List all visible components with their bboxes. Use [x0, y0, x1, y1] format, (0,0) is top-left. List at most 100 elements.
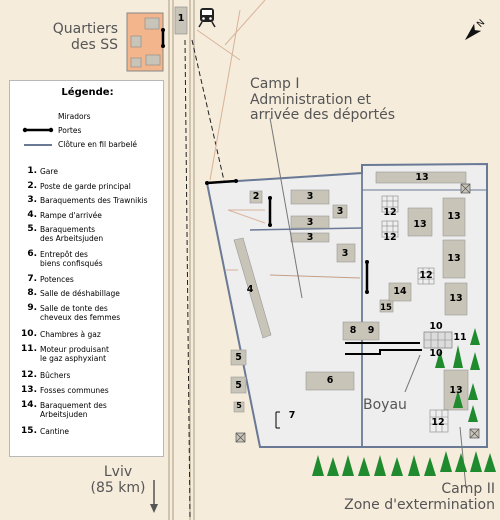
legend-entry-number: 2. — [27, 181, 37, 191]
ss-quarters — [126, 12, 165, 72]
map-number-10: 10 — [429, 321, 443, 332]
legend-entry-number: 12. — [21, 370, 37, 380]
legend-entry-text: Baraquements des Trawnikis — [40, 196, 160, 205]
map-number-3: 3 — [306, 217, 314, 228]
map-number-13: 13 — [415, 172, 429, 183]
legend-panel: Légende: Miradors Portes Clôture en fil … — [9, 80, 164, 457]
camp2-label-line1: Camp II — [441, 481, 495, 497]
gates — [205, 179, 369, 294]
legend-entry-text: Poste de garde principal — [40, 182, 160, 191]
map-number-2: 2 — [252, 191, 260, 202]
map-number-13: 13 — [449, 293, 463, 304]
map-number-5: 5 — [236, 401, 242, 410]
legend-entry-line1: Poste de garde principal — [40, 182, 131, 191]
legend-entry-line1: Moteur produisant — [40, 345, 109, 354]
legend-entry-number: 3. — [27, 195, 37, 205]
legend-entry-number: 9. — [27, 303, 37, 313]
legend-gate-label: Portes — [58, 126, 82, 135]
camp2-label-line2: Zone d'extermination — [344, 497, 495, 513]
map-number-3: 3 — [306, 232, 314, 243]
legend-entry-line1: Salle de déshabillage — [40, 289, 120, 298]
camp1-label: Camp I Administration et arrivée des dép… — [250, 76, 396, 124]
lviv-label-line2: (85 km) — [90, 480, 146, 496]
watchtower-icon — [235, 183, 480, 443]
camp1-label-line1: Camp I — [250, 76, 300, 92]
legend-entry-number: 10. — [21, 329, 37, 339]
camp1-buildings — [230, 189, 394, 413]
boyau-label: Boyau — [363, 397, 407, 413]
fence-icon — [24, 144, 52, 146]
legend-entry-line1: Fosses communes — [40, 386, 109, 395]
map-number-13: 13 — [447, 211, 461, 222]
legend-entry-number: 7. — [27, 274, 37, 284]
legend-entry-text: Chambres à gaz — [40, 330, 160, 339]
map-number-12: 12 — [431, 417, 445, 428]
trees — [312, 328, 496, 476]
ss-quarters-label: Quartiers des SS — [48, 21, 118, 53]
legend-entry-line1: Potences — [40, 275, 74, 284]
map-number-8: 8 — [349, 325, 357, 336]
map-number-3: 3 — [336, 206, 344, 217]
map-number-7: 7 — [288, 410, 296, 421]
legend-entry-text: Gare — [40, 167, 160, 176]
legend-entry-text: Rampe d'arrivée — [40, 211, 160, 220]
map-number-9: 9 — [367, 325, 375, 336]
legend-entry-number: 11. — [21, 344, 37, 354]
south-arrow-icon — [150, 480, 158, 513]
map-number-5: 5 — [235, 352, 242, 363]
map-number-14: 14 — [393, 286, 407, 297]
map-number-13: 13 — [447, 253, 461, 264]
legend-entry-line2: cheveux des femmes — [40, 313, 121, 322]
gate-icon — [22, 127, 54, 133]
camp1-label-line3: arrivée des déportés — [250, 107, 396, 123]
map-number-6: 6 — [326, 375, 334, 386]
legend-entry-text: Cantine — [40, 427, 160, 436]
train-icon — [198, 8, 216, 28]
boyau-pointer — [404, 354, 421, 393]
legend-fence-label: Clôture en fil barbelé — [58, 140, 137, 149]
legend-entry-line1: Rampe d'arrivée — [40, 211, 102, 220]
station-building — [174, 6, 188, 35]
legend-entry-line1: Baraquements des Trawnikis — [40, 196, 148, 205]
pyres — [381, 195, 453, 433]
legend-entry-number: 15. — [21, 426, 37, 436]
legend-entry-line2: des Arbeitsjuden — [40, 234, 104, 243]
legend-entry-line2: biens confisqués — [40, 259, 103, 268]
legend-entry-number: 13. — [21, 385, 37, 395]
legend-entry-line2: Arbeitsjuden — [40, 410, 88, 419]
legend-entry-text: Potences — [40, 275, 160, 284]
map-number-12: 12 — [419, 270, 433, 281]
camp1-label-line2: Administration et — [250, 91, 371, 108]
map-number-12: 12 — [383, 232, 397, 243]
north-arrow-icon — [464, 23, 482, 41]
map-number-1: 1 — [177, 13, 185, 24]
legend-entry-number: 14. — [21, 400, 37, 410]
legend-entry-number: 4. — [27, 210, 37, 220]
legend-watchtower-label: Miradors — [58, 112, 91, 121]
legend-title: Légende: — [61, 87, 114, 98]
map-number-3: 3 — [306, 191, 314, 202]
legend-entry-line1: Bûchers — [40, 371, 71, 380]
legend-entry-line1: Chambres à gaz — [40, 330, 101, 339]
map-number-5: 5 — [235, 380, 242, 391]
gallows-icon — [275, 411, 280, 429]
map-number-3: 3 — [341, 248, 349, 259]
ss-quarters-label-line1: Quartiers — [52, 21, 118, 37]
camp2-pointer — [459, 426, 467, 489]
legend-entry-line1: Baraquements — [40, 225, 96, 234]
lviv-label-line1: Lviv — [103, 464, 133, 480]
map-number-15: 15 — [380, 303, 392, 313]
legend-entry-line1: Entrepôt des — [40, 250, 88, 259]
map-number-11: 11 — [453, 332, 467, 343]
legend-entry-number: 8. — [27, 288, 37, 298]
camp1-pointer — [269, 117, 303, 299]
map-number-13: 13 — [449, 385, 463, 396]
map-number-10: 10 — [429, 348, 443, 359]
map-number-12: 12 — [383, 207, 397, 218]
legend-entry-text: Salle de déshabillage — [40, 289, 160, 298]
legend-entry-line1: Gare — [40, 167, 58, 176]
